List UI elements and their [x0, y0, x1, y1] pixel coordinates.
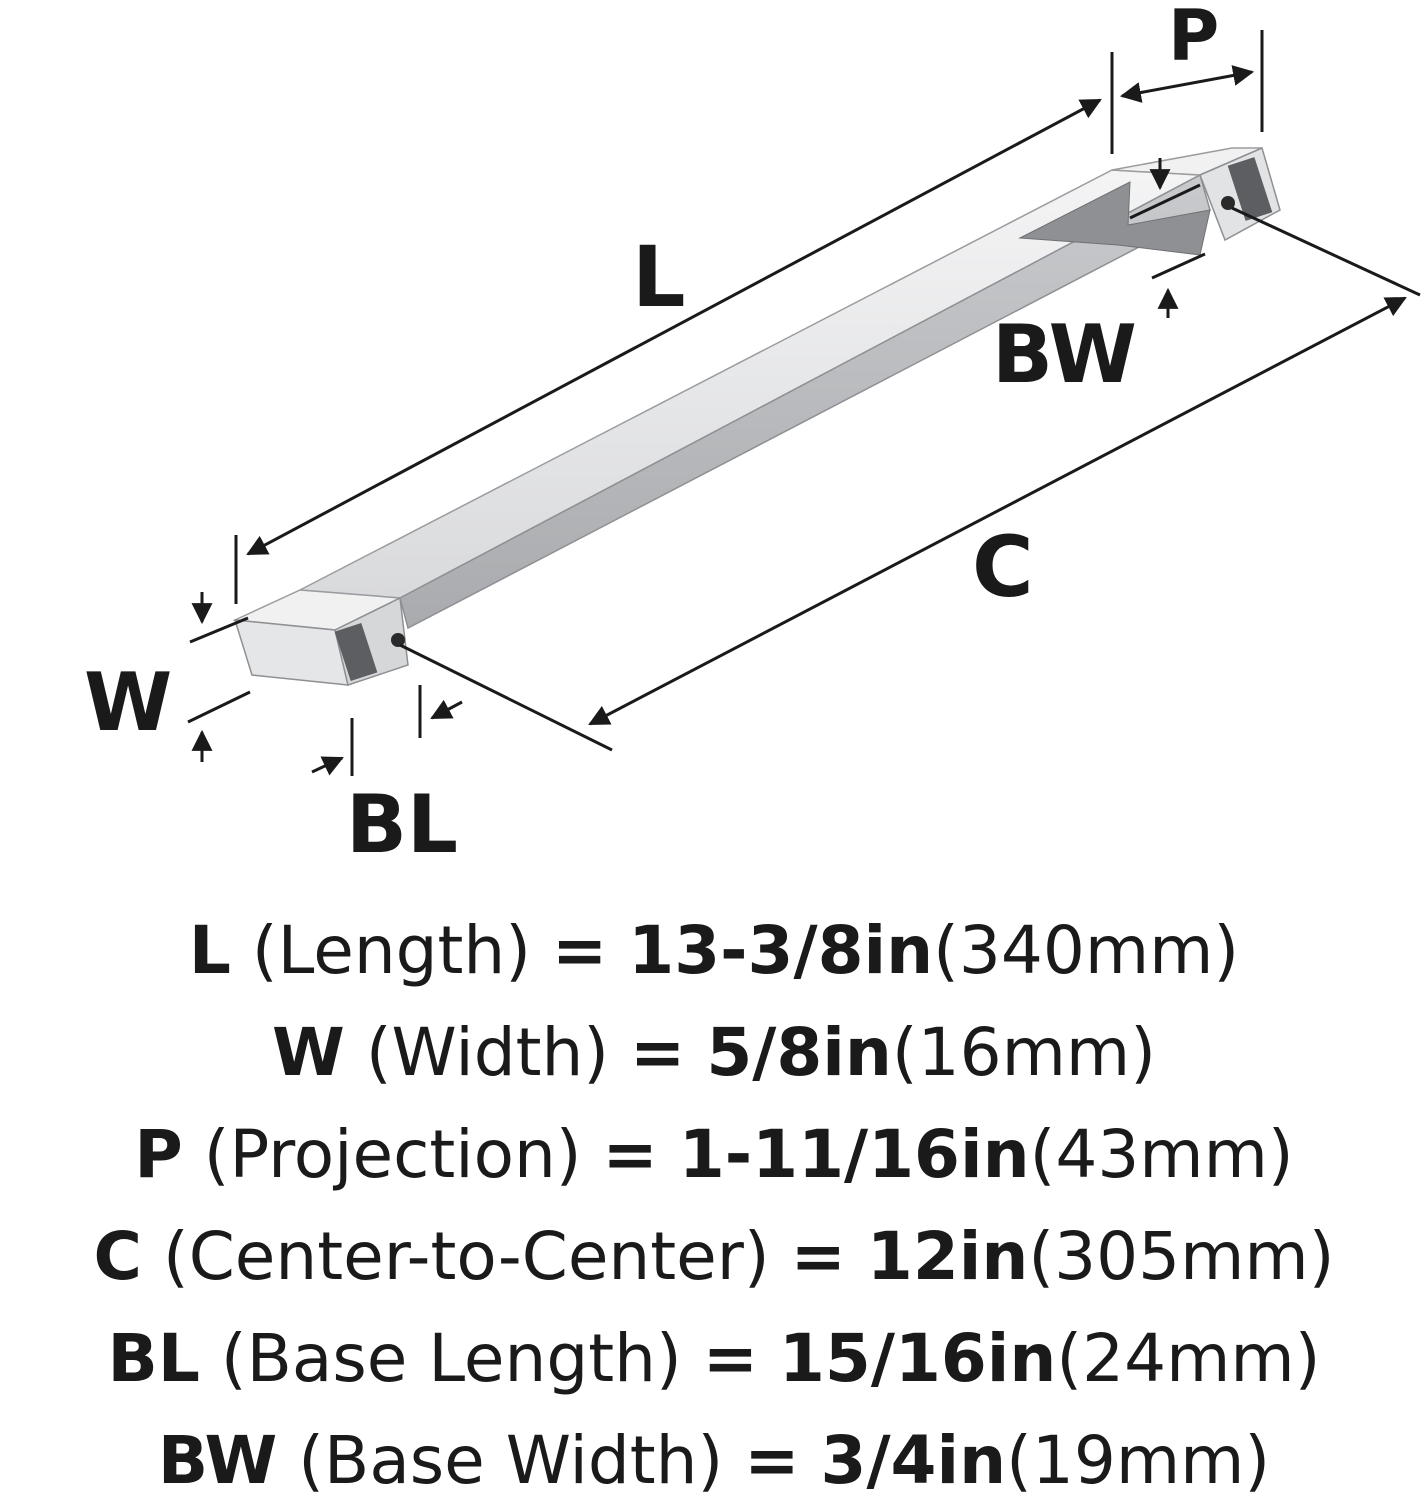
spec-metric: (305mm): [1028, 1218, 1335, 1295]
spec-symbol: BW: [157, 1422, 278, 1499]
right-base-hole: [1227, 157, 1273, 221]
spec-imperial: 5/8in: [706, 1014, 892, 1091]
spec-equals: =: [630, 1014, 686, 1091]
left-base-side: [233, 619, 349, 686]
spec-description: (Center-to-Center): [162, 1218, 770, 1295]
spec-base-length: BL (Base Length) = 15/16in(24mm): [0, 1308, 1428, 1410]
spec-imperial: 15/16in: [779, 1320, 1057, 1397]
label-C: C: [972, 518, 1034, 616]
label-BL: BL: [346, 778, 458, 871]
spec-width: W (Width) = 5/8in(16mm): [0, 1002, 1428, 1104]
spec-equals: =: [602, 1116, 658, 1193]
left-screw-hole: [391, 633, 405, 647]
spec-length: L (Length) = 13-3/8in(340mm): [0, 900, 1428, 1002]
dimension-diagram: L P BW C W BL: [84, 0, 1421, 871]
label-W: W: [84, 656, 172, 749]
spec-imperial: 3/4in: [820, 1422, 1007, 1499]
dimension-lines: [187, 30, 1421, 776]
spec-equals: =: [552, 912, 608, 989]
spec-imperial: 12in: [866, 1218, 1029, 1295]
label-BW: BW: [992, 308, 1137, 401]
spec-description: (Base Width): [298, 1422, 724, 1499]
spec-symbol: P: [134, 1116, 183, 1193]
spec-equals: =: [790, 1218, 846, 1295]
spec-center-to-center: C (Center-to-Center) = 12in(305mm): [0, 1206, 1428, 1308]
spec-metric: (19mm): [1006, 1422, 1271, 1499]
label-P: P: [1168, 0, 1219, 77]
spec-symbol: W: [272, 1014, 345, 1091]
right-screw-hole: [1221, 196, 1235, 210]
spec-imperial: 13-3/8in: [628, 912, 934, 989]
specifications-list: L (Length) = 13-3/8in(340mm) W (Width) =…: [0, 900, 1428, 1512]
spec-description: (Projection): [203, 1116, 582, 1193]
spec-metric: (43mm): [1029, 1116, 1294, 1193]
spec-metric: (24mm): [1056, 1320, 1321, 1397]
left-base-hole: [334, 622, 378, 682]
spec-metric: (16mm): [891, 1014, 1156, 1091]
spec-symbol: L: [188, 912, 231, 989]
spec-description: (Width): [365, 1014, 610, 1091]
spec-projection: P (Projection) = 1-11/16in(43mm): [0, 1104, 1428, 1206]
spec-metric: (340mm): [933, 912, 1240, 989]
handle-drawing: [232, 146, 1281, 686]
spec-symbol: BL: [107, 1320, 200, 1397]
label-L: L: [632, 228, 686, 326]
spec-description: (Length): [251, 912, 532, 989]
spec-imperial: 1-11/16in: [678, 1116, 1030, 1193]
spec-equals: =: [702, 1320, 759, 1397]
spec-equals: =: [744, 1422, 800, 1499]
spec-symbol: C: [93, 1218, 142, 1295]
spec-description: (Base Length): [220, 1320, 682, 1397]
spec-base-width: BW (Base Width) = 3/4in(19mm): [0, 1410, 1428, 1512]
